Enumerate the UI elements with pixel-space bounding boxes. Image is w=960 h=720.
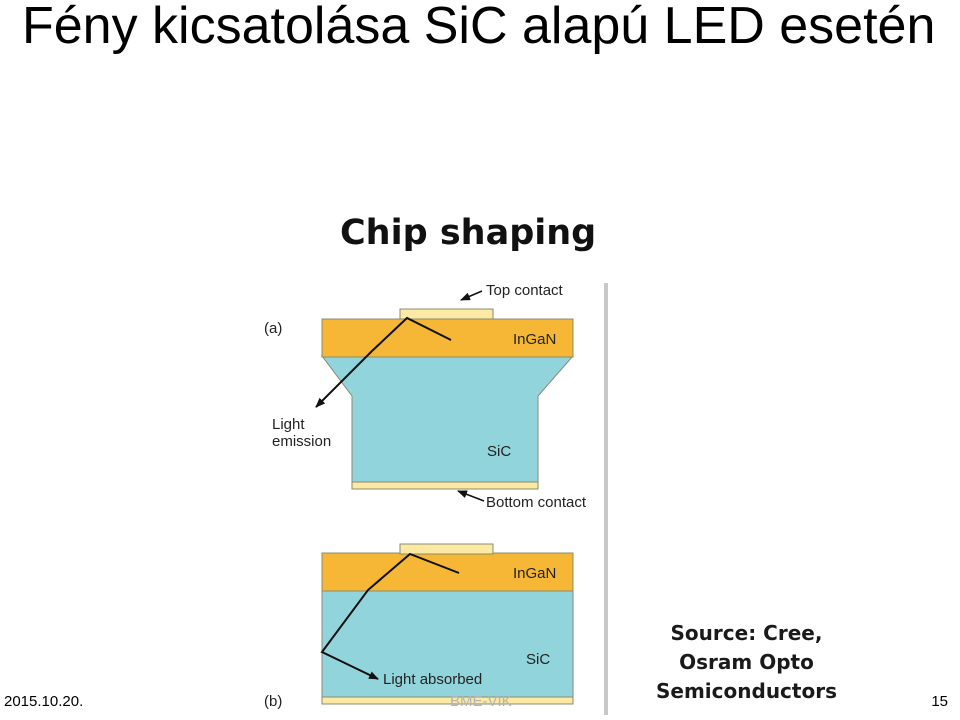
panel-b-ingan-label: InGaN <box>513 565 556 582</box>
panel-b-light-ray <box>320 552 460 680</box>
panel-a-ingan-label: InGaN <box>513 331 556 348</box>
footer-center: BME-VIK <box>450 693 512 710</box>
figure-heading: Chip shaping <box>340 213 596 253</box>
panel-b-sic-label: SiC <box>526 651 550 668</box>
panel-b-light-absorbed-label: Light absorbed <box>383 671 482 688</box>
panel-a-sic-layer <box>321 355 575 483</box>
source-line-2: Osram Opto <box>679 650 814 674</box>
panel-a-sic-label: SiC <box>487 443 511 460</box>
slide-title: Fény kicsatolása SiC alapú LED esetén <box>22 0 936 55</box>
panel-a-top-contact-label: Top contact <box>486 282 564 299</box>
panel-a-light-ray <box>315 316 452 408</box>
panel-a-light-emission-label-1: Light <box>272 416 305 433</box>
panel-b-label: (b) <box>264 693 282 710</box>
source-credit: Source: Cree, Osram Opto Semiconductors <box>656 619 837 706</box>
panel-b-bottom-contact <box>321 696 574 705</box>
panel-b: (b) InGaN SiC Light absorbed <box>264 543 574 710</box>
divider-line <box>604 283 608 715</box>
panel-b-ingan-layer <box>321 552 574 592</box>
panel-a-bottom-contact <box>351 481 539 490</box>
panel-a-label: (a) <box>264 320 282 337</box>
panel-a: (a) Top contact InGaN Light emission SiC… <box>264 282 587 511</box>
panel-b-top-contact <box>399 543 494 555</box>
panel-a-top-contact-arrow <box>460 290 483 301</box>
source-line-1: Source: Cree, <box>670 621 823 645</box>
panel-a-bottom-contact-label: Bottom contact <box>486 494 587 511</box>
page-number: 15 <box>931 693 948 710</box>
panel-a-top-contact <box>399 308 494 320</box>
panel-a-bottom-contact-arrow <box>457 490 485 502</box>
footer-date: 2015.10.20. <box>4 693 84 710</box>
source-line-3: Semiconductors <box>656 679 837 703</box>
panel-a-light-emission-label-2: emission <box>272 433 331 450</box>
